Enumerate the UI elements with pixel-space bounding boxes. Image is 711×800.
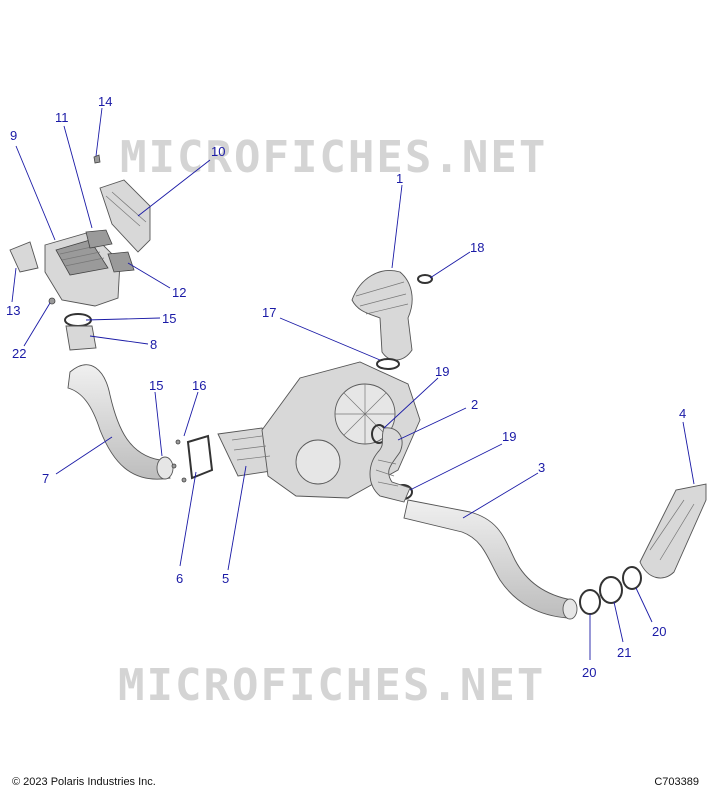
callout-9: 9 (10, 128, 17, 143)
part-3-exhaust-tube (403, 499, 578, 620)
part-9-airbox-cover (44, 231, 121, 307)
callout-16: 16 (192, 378, 206, 393)
callout-20-right: 20 (652, 624, 666, 639)
part-1-boot (351, 270, 413, 361)
callout-15-lower: 15 (149, 378, 163, 393)
watermark-bottom: MICROFICHES.NET (118, 660, 545, 711)
callout-21: 21 (617, 645, 631, 660)
part-22-screw (48, 297, 56, 305)
callout-20-left: 20 (582, 665, 596, 680)
callout-19-upper: 19 (435, 364, 449, 379)
copyright-text: © 2023 Polaris Industries Inc. (12, 776, 156, 788)
callout-12: 12 (172, 285, 186, 300)
part-21-clamp (599, 576, 623, 604)
part-18-o-ring (417, 274, 433, 284)
part-12-pad (107, 251, 135, 273)
part-16-screws (171, 439, 187, 483)
callout-11: 11 (55, 110, 69, 125)
part-6-gasket (186, 434, 214, 480)
diagram-code: C703389 (654, 776, 699, 788)
part-11-pad (85, 229, 113, 249)
callout-10: 10 (211, 144, 225, 159)
part-2-elbow (369, 427, 411, 503)
callout-8: 8 (150, 337, 157, 352)
watermark-top: MICROFICHES.NET (120, 132, 547, 183)
callout-2: 2 (471, 397, 478, 412)
part-14-clip (93, 154, 101, 164)
part-20-clamp-right (622, 566, 642, 590)
leader-lines (11, 107, 695, 660)
callout-5: 5 (222, 571, 229, 586)
callout-22: 22 (12, 346, 26, 361)
part-20-clamp-left (579, 589, 601, 615)
part-10-duct (99, 179, 151, 253)
callout-13: 13 (6, 303, 20, 318)
callout-18: 18 (470, 240, 484, 255)
callout-17: 17 (262, 305, 276, 320)
callout-14: 14 (98, 94, 112, 109)
part-13-pad (9, 241, 39, 273)
part-17-clamp (376, 358, 400, 370)
callout-15-top: 15 (162, 311, 176, 326)
callout-1: 1 (396, 171, 403, 186)
part-8-coupler (65, 325, 97, 351)
callout-19-lower: 19 (502, 429, 516, 444)
callout-6: 6 (176, 571, 183, 586)
callout-4: 4 (679, 406, 686, 421)
callout-3: 3 (538, 460, 545, 475)
part-4-outlet-duct (639, 483, 707, 579)
callout-7: 7 (42, 471, 49, 486)
